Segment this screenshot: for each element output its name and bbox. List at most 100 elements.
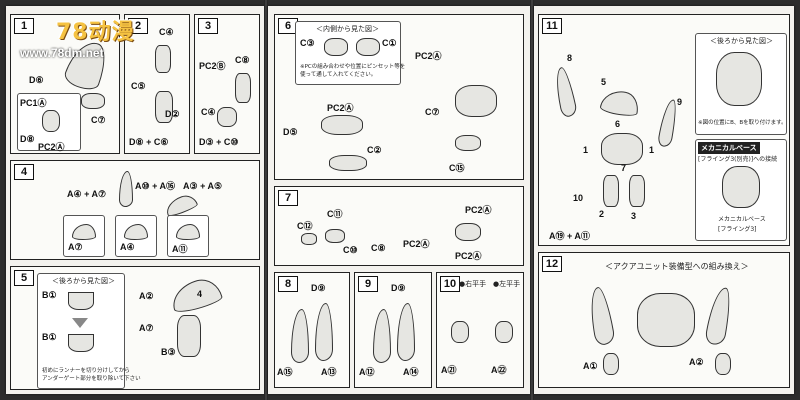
step-number: 2 <box>128 18 148 34</box>
inside-view-callout: ＜内側から見た図＞ C③ C① ※PCの組み合わせや位置にピンセット等を 使って… <box>295 21 405 85</box>
part-label: A⑮ <box>277 367 293 377</box>
step-2-panel: 2 C④ C⑤ D② D⑧ + C⑥ <box>124 14 190 154</box>
part-label: PC2Ⓐ <box>465 205 492 215</box>
part-label: C④ <box>201 107 216 117</box>
step-ref-label: 7 <box>621 163 627 173</box>
part-label: A⑪ <box>172 244 188 254</box>
logo-text: 78动漫 <box>56 20 135 45</box>
joint-part <box>301 233 317 245</box>
part-label: C⑫ <box>297 221 313 231</box>
figure-back-view <box>716 52 762 106</box>
step-number: 11 <box>542 18 562 34</box>
step-12-panel: 12 ＜アクアユニット装備型への組み換え＞ A① A② <box>538 252 790 388</box>
fin-part <box>124 224 148 240</box>
part-label: B① <box>42 332 57 342</box>
callout-subtitle: [フライング3(別売)]への接続 <box>698 156 778 163</box>
step-8-panel: 8 D⑨ A⑮ A⑬ <box>274 272 350 388</box>
chest-part <box>324 38 348 56</box>
step-number: 7 <box>278 190 298 206</box>
part-label: C⑦ <box>425 107 440 117</box>
wing-part <box>599 87 641 119</box>
figure-assembled <box>637 293 695 347</box>
callout-title: ＜後ろから見た図＞ <box>52 277 115 285</box>
step-title: ＜アクアユニット装備型への組み換え＞ <box>605 262 749 271</box>
note-text: 初めにランナーを切り分けしてから <box>42 368 130 374</box>
part-label: C⑧ <box>235 55 250 65</box>
detail-callout: PC1Ⓐ D⑧ PC2Ⓐ <box>17 93 81 152</box>
wing-part <box>168 275 224 315</box>
step-number: 12 <box>542 256 562 272</box>
part-label: C⑪ <box>327 209 343 219</box>
part-label: D⑧ <box>20 134 35 144</box>
note-text: ※図の位置にB、Bを取り付けます。 <box>698 120 787 126</box>
part-label: C① <box>382 38 397 48</box>
fin-part <box>72 224 96 240</box>
step-ref-label: 3 <box>631 211 637 221</box>
blade-part <box>551 65 579 119</box>
step-6-panel: 6 ＜内側から見た図＞ C③ C① ※PCの組み合わせや位置にピンセット等を 使… <box>274 14 524 180</box>
part-label: A⑭ <box>403 367 419 377</box>
step-11-panel: 11 8 5 9 6 1 1 7 10 2 3 A⑲ + A⑪ ＜後ろから見た図… <box>538 14 790 246</box>
manual-page-left: 1 D⑥ PC1Ⓐ D⑧ PC2Ⓐ C⑦ 2 C④ C⑤ D② D⑧ + C⑥ … <box>6 6 264 394</box>
part-label: A② <box>689 357 704 367</box>
step-number: 4 <box>14 164 34 180</box>
waist-part <box>455 135 481 151</box>
blade-part <box>315 303 333 361</box>
hand-left-label: ●左平手 <box>493 280 521 288</box>
part-label: D⑨ <box>311 283 326 293</box>
part-label: C⑦ <box>91 115 106 125</box>
blade-part <box>291 309 309 363</box>
blade-part <box>373 309 391 363</box>
part-equation: D⑧ + C⑥ <box>129 137 169 147</box>
shield-part <box>715 353 731 375</box>
note-text: 使って通して入れてください。 <box>300 72 377 78</box>
blade-part <box>656 98 680 148</box>
part-equation: A④ + A⑦ <box>67 189 107 199</box>
step-ref-label: 1 <box>649 145 655 155</box>
back-view-callout: ＜後ろから見た図＞ B① B① 初めにランナーを切り分けしてから アンダーゲート… <box>37 273 141 389</box>
leg-part <box>155 45 171 73</box>
part-label: PC2Ⓑ <box>199 61 226 71</box>
base-caption: [フライング3] <box>718 226 757 233</box>
step-1-panel: 1 D⑥ PC1Ⓐ D⑧ PC2Ⓐ C⑦ <box>10 14 120 154</box>
part-label: PC2Ⓐ <box>327 103 354 113</box>
part-label: B① <box>42 290 57 300</box>
variant-box: A⑪ <box>167 215 209 257</box>
hand-part <box>451 321 469 343</box>
note-text: アンダーゲート部分を取り除いて下さい <box>42 376 141 382</box>
part-label: A⑬ <box>321 367 337 377</box>
hip-part <box>68 292 94 310</box>
fin-part <box>176 224 200 240</box>
torso-part <box>177 315 201 357</box>
part-label: A② <box>139 291 154 301</box>
hand-part <box>495 321 513 343</box>
part-label: D② <box>165 109 180 119</box>
leg-part <box>603 175 619 207</box>
site-watermark-logo: 78动漫 www.78dm.net <box>6 6 156 76</box>
mechanical-base-callout: メカニカルベース [フライング3(別売)]への接続 メカニカルベース [フライン… <box>695 139 787 241</box>
step-number: 9 <box>358 276 378 292</box>
pc-part <box>42 110 60 132</box>
logo-url: www.78dm.net <box>20 46 104 60</box>
part-label: A① <box>583 361 598 371</box>
shoulder-part <box>455 223 481 241</box>
part-equation: A⑲ + A⑪ <box>549 231 590 241</box>
part-label: D⑥ <box>29 75 44 85</box>
part-label: B③ <box>161 347 176 357</box>
step-ref-label: 1 <box>583 145 589 155</box>
variant-box: A⑦ <box>63 215 105 257</box>
foot-part <box>217 107 237 127</box>
part-equation: D③ + C⑩ <box>199 137 239 147</box>
part-label: A⑫ <box>359 367 375 377</box>
part-label: C③ <box>300 38 315 48</box>
base-caption: メカニカルベース <box>718 216 766 223</box>
chest-part <box>329 155 367 171</box>
callout-title: メカニカルベース <box>698 142 760 154</box>
blade-part <box>704 285 734 347</box>
part-label: A㉑ <box>441 365 457 375</box>
step-ref-label: 6 <box>615 119 621 129</box>
step-4-panel: 4 A④ + A⑦ A⑩ + A⑯ A③ + A⑤ A⑦ A④ A⑪ <box>10 160 260 260</box>
part-label: C⑩ <box>343 245 358 255</box>
part-label: C④ <box>159 27 174 37</box>
fin-part <box>119 171 133 207</box>
